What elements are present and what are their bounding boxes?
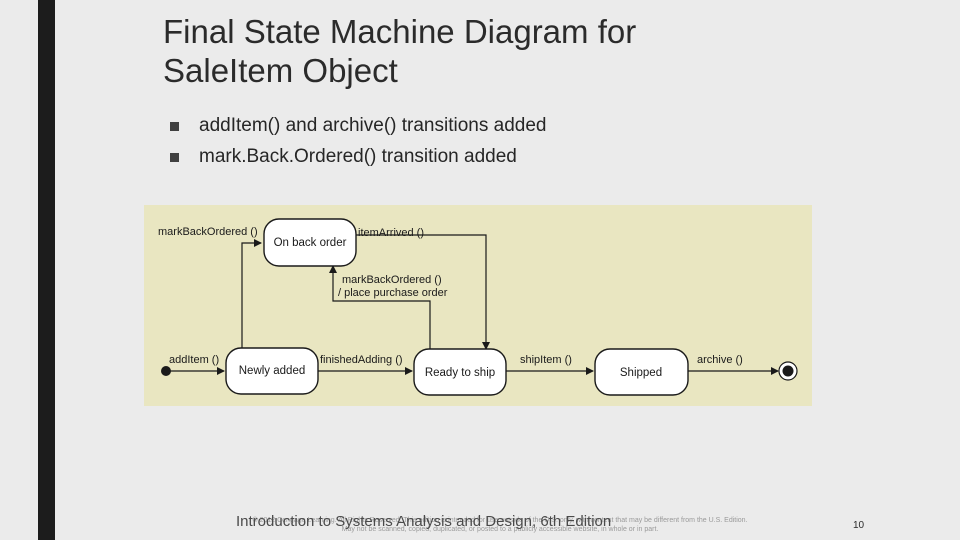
state-newly-added-label: Newly added: [239, 365, 305, 377]
final-state-inner-icon: [782, 365, 794, 377]
transition-markbackordered-purchase-arrow: [329, 265, 431, 349]
transition-itemarrived-label: itemArrived (): [358, 227, 424, 239]
transition-markbackordered-purchase-label-2: / place purchase order: [338, 287, 448, 299]
transition-shipitem-label: shipItem (): [520, 354, 572, 366]
initial-state-icon: [161, 366, 171, 376]
footer-copyright: © 2012 Cengage Learning. All Rights Rese…: [200, 516, 800, 534]
page-number: 10: [853, 520, 865, 531]
footer-copyright-line-2: May not be scanned, copied, duplicated, …: [341, 526, 659, 533]
state-ready-to-ship-label: Ready to ship: [425, 367, 495, 379]
footer-copyright-line-1: © 2012 Cengage Learning. All Rights Rese…: [252, 517, 748, 524]
transition-itemarrived-arrow: [356, 234, 490, 350]
state-shipped: [594, 348, 689, 396]
slide-sidebar-bar: [38, 0, 55, 540]
transition-finishedadding-label: finishedAdding (): [320, 354, 403, 366]
state-shipped-label: Shipped: [620, 367, 662, 379]
state-newly-added: [225, 347, 319, 395]
state-on-back-order: [263, 218, 357, 267]
transition-markbackordered-purchase-label-1: markBackOrdered (): [342, 274, 442, 286]
state-ready-to-ship: [413, 348, 507, 396]
bullet-square-icon: [170, 153, 179, 162]
state-machine-diagram: On back order Newly added Ready to ship …: [144, 205, 812, 406]
bullet-square-icon: [170, 122, 179, 131]
bullet-text: addItem() and archive() transitions adde…: [199, 115, 547, 136]
bullet-item: addItem() and archive() transitions adde…: [168, 114, 546, 145]
bullet-item: mark.Back.Ordered() transition added: [168, 145, 546, 176]
bullet-list: addItem() and archive() transitions adde…: [168, 114, 546, 176]
transition-archive-label: archive (): [697, 354, 743, 366]
bullet-text: mark.Back.Ordered() transition added: [199, 146, 517, 167]
slide-title-line-1: Final State Machine Diagram for: [163, 13, 637, 50]
slide-title-line-2: SaleItem Object: [163, 52, 398, 89]
footer-book-title: Introduction to Systems Analysis and Des…: [236, 513, 612, 530]
diagram-canvas: On back order Newly added Ready to ship …: [158, 218, 798, 396]
slide-title: Final State Machine Diagram for SaleItem…: [163, 12, 863, 90]
transition-markbackordered-arrow: [241, 239, 262, 348]
transition-markbackordered-label: markBackOrdered (): [158, 226, 258, 238]
state-on-back-order-label: On back order: [274, 237, 347, 249]
transition-additem-label: addItem (): [169, 354, 219, 366]
